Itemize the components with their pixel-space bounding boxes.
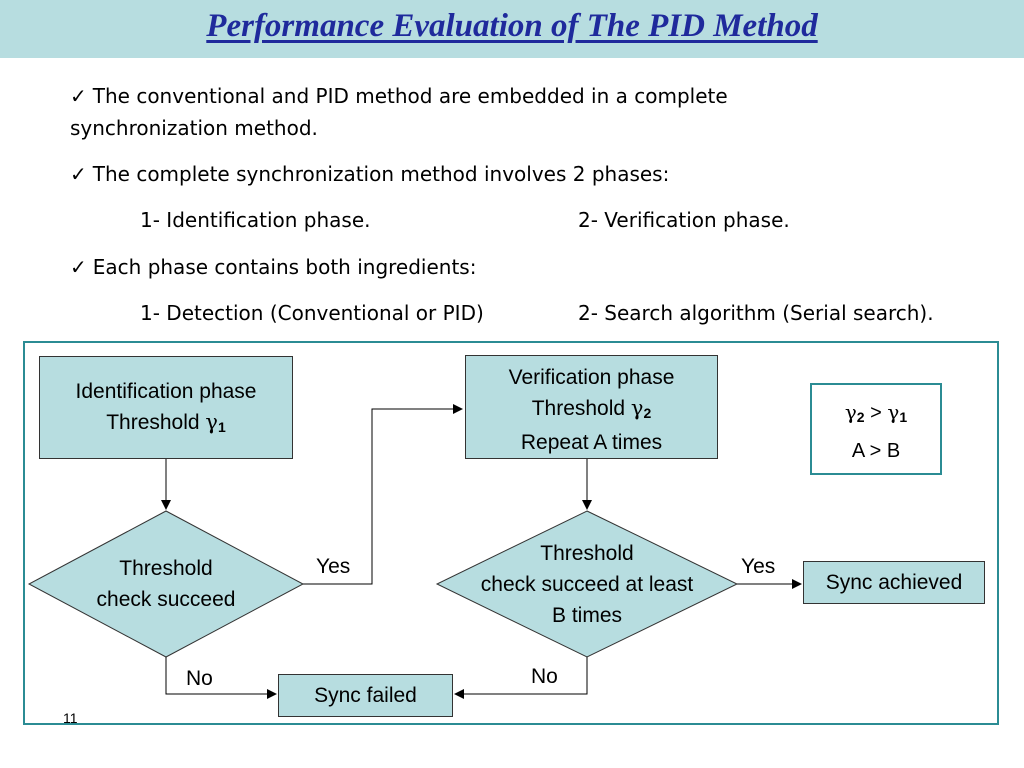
- arrow-no2-to-sync-failed: [454, 657, 588, 699]
- page-number: 11: [63, 710, 78, 726]
- ingredient-item-1: 1- Detection (Conventional or PID): [140, 301, 484, 325]
- bullet-1-continuation: synchronization method.: [70, 116, 318, 140]
- yes-label-1: Yes: [316, 555, 351, 578]
- gamma-symbol: γ: [205, 410, 218, 434]
- bullet-2: ✓The complete synchronization method inv…: [70, 162, 670, 186]
- sync-failed-box: Sync failed: [278, 674, 453, 717]
- title-bar: [0, 0, 1024, 58]
- threshold-condition-box: γ2 > γ1 A > B: [810, 383, 942, 475]
- no-label-1: No: [186, 667, 213, 690]
- verification-phase-box: Verification phase Threshold γ2 Repeat A…: [465, 355, 718, 459]
- decision-1-text: Threshold check succeed: [96, 557, 236, 611]
- identification-phase-box: Identification phase Threshold γ1: [39, 356, 293, 459]
- arrow-no1-to-sync-failed: [165, 657, 277, 699]
- phase-item-2: 2- Verification phase.: [578, 208, 790, 232]
- bullet-3: ✓Each phase contains both ingredients:: [70, 255, 477, 279]
- bullet-1: ✓The conventional and PID method are emb…: [70, 84, 728, 108]
- slide-title: Performance Evaluation of The PID Method: [206, 8, 818, 44]
- phase-item-1: 1- Identification phase.: [140, 208, 371, 232]
- flowchart-frame: [23, 341, 999, 725]
- checkmark-icon: ✓: [70, 84, 87, 108]
- ingredient-item-2: 2- Search algorithm (Serial search).: [578, 301, 934, 325]
- checkmark-icon: ✓: [70, 255, 87, 279]
- gamma-symbol: γ: [630, 396, 644, 420]
- no-label-2: No: [531, 665, 558, 688]
- checkmark-icon: ✓: [70, 162, 87, 186]
- yes-label-2: Yes: [741, 555, 776, 578]
- decision-2-text: Threshold check succeed at least B times: [480, 542, 694, 627]
- sync-achieved-box: Sync achieved: [803, 561, 985, 604]
- arrow-yes1-to-verification: [303, 404, 463, 585]
